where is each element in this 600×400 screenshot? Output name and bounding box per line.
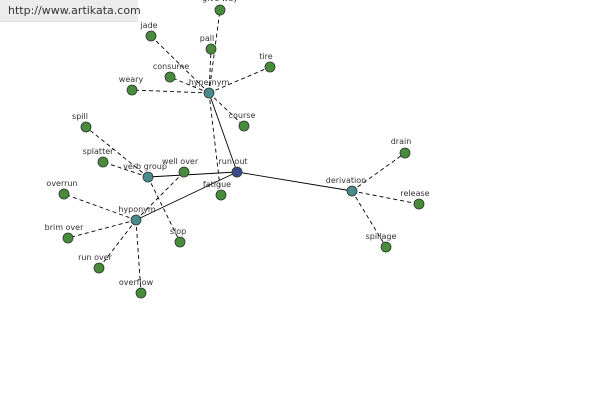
node-label: pall: [200, 34, 214, 43]
edge-verb_group-splatter: [102, 161, 149, 178]
node-label: run out: [218, 157, 247, 166]
node-label: jade: [139, 21, 157, 30]
node-label: overflow: [119, 278, 154, 287]
node-label: course: [229, 111, 256, 120]
node-label: overrun: [46, 179, 77, 188]
node-marker[interactable]: [205, 43, 217, 55]
node-marker[interactable]: [80, 121, 92, 133]
node-label: run over: [78, 253, 113, 262]
graph-edges: [63, 9, 420, 294]
node-marker[interactable]: [380, 241, 392, 253]
node-overflow[interactable]: overflow: [119, 278, 154, 299]
node-marker[interactable]: [58, 188, 70, 200]
node-marker[interactable]: [215, 189, 227, 201]
node-run-over[interactable]: run over: [78, 253, 113, 274]
node-marker[interactable]: [231, 166, 243, 178]
node-marker[interactable]: [93, 262, 105, 274]
node-label: consume: [153, 62, 189, 71]
edge-derivation-drain: [351, 152, 406, 192]
edge-verb_group-spill: [85, 126, 149, 178]
node-label: brim over: [45, 223, 84, 232]
node-marker[interactable]: [97, 156, 109, 168]
edge-hyponym-overrun: [63, 193, 137, 221]
node-label: tire: [259, 52, 272, 61]
node-label: release: [400, 189, 429, 198]
edge-run_out-hypernym: [208, 92, 238, 173]
edge-derivation-spillage: [351, 190, 387, 248]
node-marker[interactable]: [214, 4, 226, 16]
node-marker[interactable]: [413, 198, 425, 210]
node-label: fatigue: [203, 180, 231, 189]
node-drain[interactable]: drain: [391, 137, 412, 159]
node-marker[interactable]: [126, 84, 138, 96]
edge-hyponym-well_over: [135, 171, 185, 221]
node-well-over[interactable]: well over: [162, 157, 199, 178]
node-weary[interactable]: weary: [119, 75, 144, 96]
node-marker[interactable]: [264, 61, 276, 73]
node-marker[interactable]: [399, 147, 411, 159]
node-run-out[interactable]: run out: [218, 157, 248, 178]
edge-run_out-derivation: [236, 171, 353, 192]
node-marker[interactable]: [135, 287, 147, 299]
edge-derivation-release: [351, 190, 420, 205]
node-overrun[interactable]: overrun: [46, 179, 78, 200]
node-marker[interactable]: [145, 30, 157, 42]
node-spillage[interactable]: spillage: [366, 232, 397, 253]
node-consume[interactable]: consume: [153, 62, 189, 83]
edge-hypernym-fatigue: [208, 92, 222, 196]
node-hypernym[interactable]: hypernym: [189, 78, 230, 99]
edge-hyponym-overflow: [135, 219, 142, 294]
node-marker[interactable]: [203, 87, 215, 99]
edge-hypernym-pall: [208, 48, 212, 94]
edge-hyponym-brim_over: [67, 219, 137, 239]
node-label: spill: [72, 112, 88, 121]
node-verb-group[interactable]: verb group: [123, 162, 167, 183]
node-give-way[interactable]: give way: [202, 0, 238, 16]
node-tire[interactable]: tire: [259, 52, 276, 73]
node-label: hypernym: [189, 78, 230, 87]
node-marker[interactable]: [164, 71, 176, 83]
graph-nodes: run out hypernym verb group hyponym derivati…: [45, 0, 430, 299]
node-label: drain: [391, 137, 412, 146]
edge-hypernym-consume: [169, 76, 210, 94]
node-course[interactable]: course: [229, 111, 256, 132]
node-splatter[interactable]: splatter: [83, 147, 115, 168]
edge-hypernym-course: [208, 92, 245, 127]
node-label: give way: [202, 0, 238, 3]
node-label: well over: [162, 157, 199, 166]
node-label: verb group: [123, 162, 167, 171]
edge-run_out-verb_group: [147, 171, 238, 178]
node-release[interactable]: release: [400, 189, 430, 210]
node-label: hyponym: [118, 205, 156, 214]
node-label: derivation: [326, 176, 366, 185]
node-spill[interactable]: spill: [72, 112, 92, 133]
node-label: weary: [119, 75, 144, 84]
node-pall[interactable]: pall: [200, 34, 217, 55]
node-label: splatter: [83, 147, 115, 156]
node-label: slop: [170, 227, 186, 236]
node-marker[interactable]: [238, 120, 250, 132]
node-hyponym[interactable]: hyponym: [118, 205, 156, 226]
node-label: spillage: [366, 232, 397, 241]
node-marker[interactable]: [130, 214, 142, 226]
edge-hyponym-run_over: [98, 219, 137, 269]
source-url-banner[interactable]: http://www.artikata.com: [0, 0, 141, 22]
node-marker[interactable]: [142, 171, 154, 183]
node-slop[interactable]: slop: [170, 227, 186, 248]
node-fatigue[interactable]: fatigue: [203, 180, 231, 201]
node-marker[interactable]: [174, 236, 186, 248]
node-derivation[interactable]: derivation: [326, 176, 366, 197]
edge-verb_group-slop: [147, 176, 181, 243]
node-jade[interactable]: jade: [139, 21, 158, 42]
edge-hypernym-weary: [131, 89, 210, 94]
node-marker[interactable]: [62, 232, 74, 244]
node-marker[interactable]: [178, 166, 190, 178]
node-brim-over[interactable]: brim over: [45, 223, 84, 244]
edge-run_out-hyponym: [135, 171, 238, 221]
node-marker[interactable]: [346, 185, 358, 197]
